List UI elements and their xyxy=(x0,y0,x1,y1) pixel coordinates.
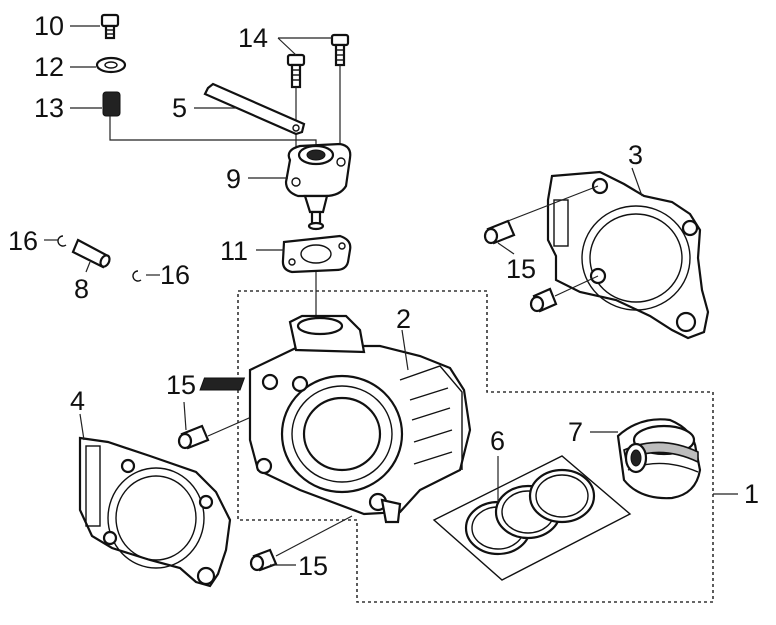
assembly-line xyxy=(554,275,599,297)
callout-1: 1 xyxy=(744,479,759,509)
part-dowel-15-upper-a xyxy=(483,219,516,245)
callout-15-upper: 15 xyxy=(506,254,536,284)
part-gasket-3 xyxy=(546,170,710,340)
leader-line xyxy=(79,413,85,441)
part-dowel-15-lower xyxy=(249,548,278,572)
leader-line xyxy=(631,167,643,197)
assembly-group-outline xyxy=(237,290,714,603)
callout-3: 3 xyxy=(628,140,643,170)
part-plate-5 xyxy=(203,82,306,136)
part-tensioner-9 xyxy=(284,142,352,231)
part-rings-6 xyxy=(432,455,632,581)
callout-16-left: 16 xyxy=(8,226,38,256)
callout-9: 9 xyxy=(226,164,241,194)
leader-line xyxy=(497,242,515,255)
assembly-line xyxy=(507,185,599,222)
callout-4: 4 xyxy=(70,386,85,416)
part-gasket-11 xyxy=(281,234,352,274)
callout-11: 11 xyxy=(220,236,248,266)
part-gasket-4 xyxy=(78,436,232,588)
callout-15-lower: 15 xyxy=(298,551,328,581)
part-washer-12 xyxy=(95,56,127,74)
part-clip-16-left xyxy=(57,235,67,247)
part-bolt-14-left xyxy=(286,53,306,89)
callout-2: 2 xyxy=(396,304,411,334)
part-piston-7 xyxy=(616,418,702,500)
part-bolt-10 xyxy=(100,13,120,40)
part-cylinder-2 xyxy=(199,314,472,524)
part-dowel-15-upper-b xyxy=(529,287,558,313)
part-pin-8 xyxy=(71,238,111,269)
callout-7: 7 xyxy=(568,417,583,447)
callout-6: 6 xyxy=(490,426,505,456)
callout-10: 10 xyxy=(34,11,64,41)
part-clip-16-right xyxy=(132,270,142,282)
part-spring-13 xyxy=(102,91,121,117)
callout-13: 13 xyxy=(34,93,64,123)
part-dowel-15-left xyxy=(177,424,210,450)
callout-16-right: 16 xyxy=(160,260,190,290)
callout-15-left: 15 xyxy=(166,370,196,400)
callout-14: 14 xyxy=(238,23,268,53)
assembly-line xyxy=(275,515,353,557)
callout-8: 8 xyxy=(74,274,89,304)
part-bolt-14-right xyxy=(330,33,350,67)
leader-line xyxy=(85,261,91,273)
leader-line xyxy=(277,37,297,56)
callout-12: 12 xyxy=(34,52,64,82)
leader-line xyxy=(401,329,409,371)
leader-line xyxy=(183,401,187,431)
callout-5: 5 xyxy=(172,93,187,123)
